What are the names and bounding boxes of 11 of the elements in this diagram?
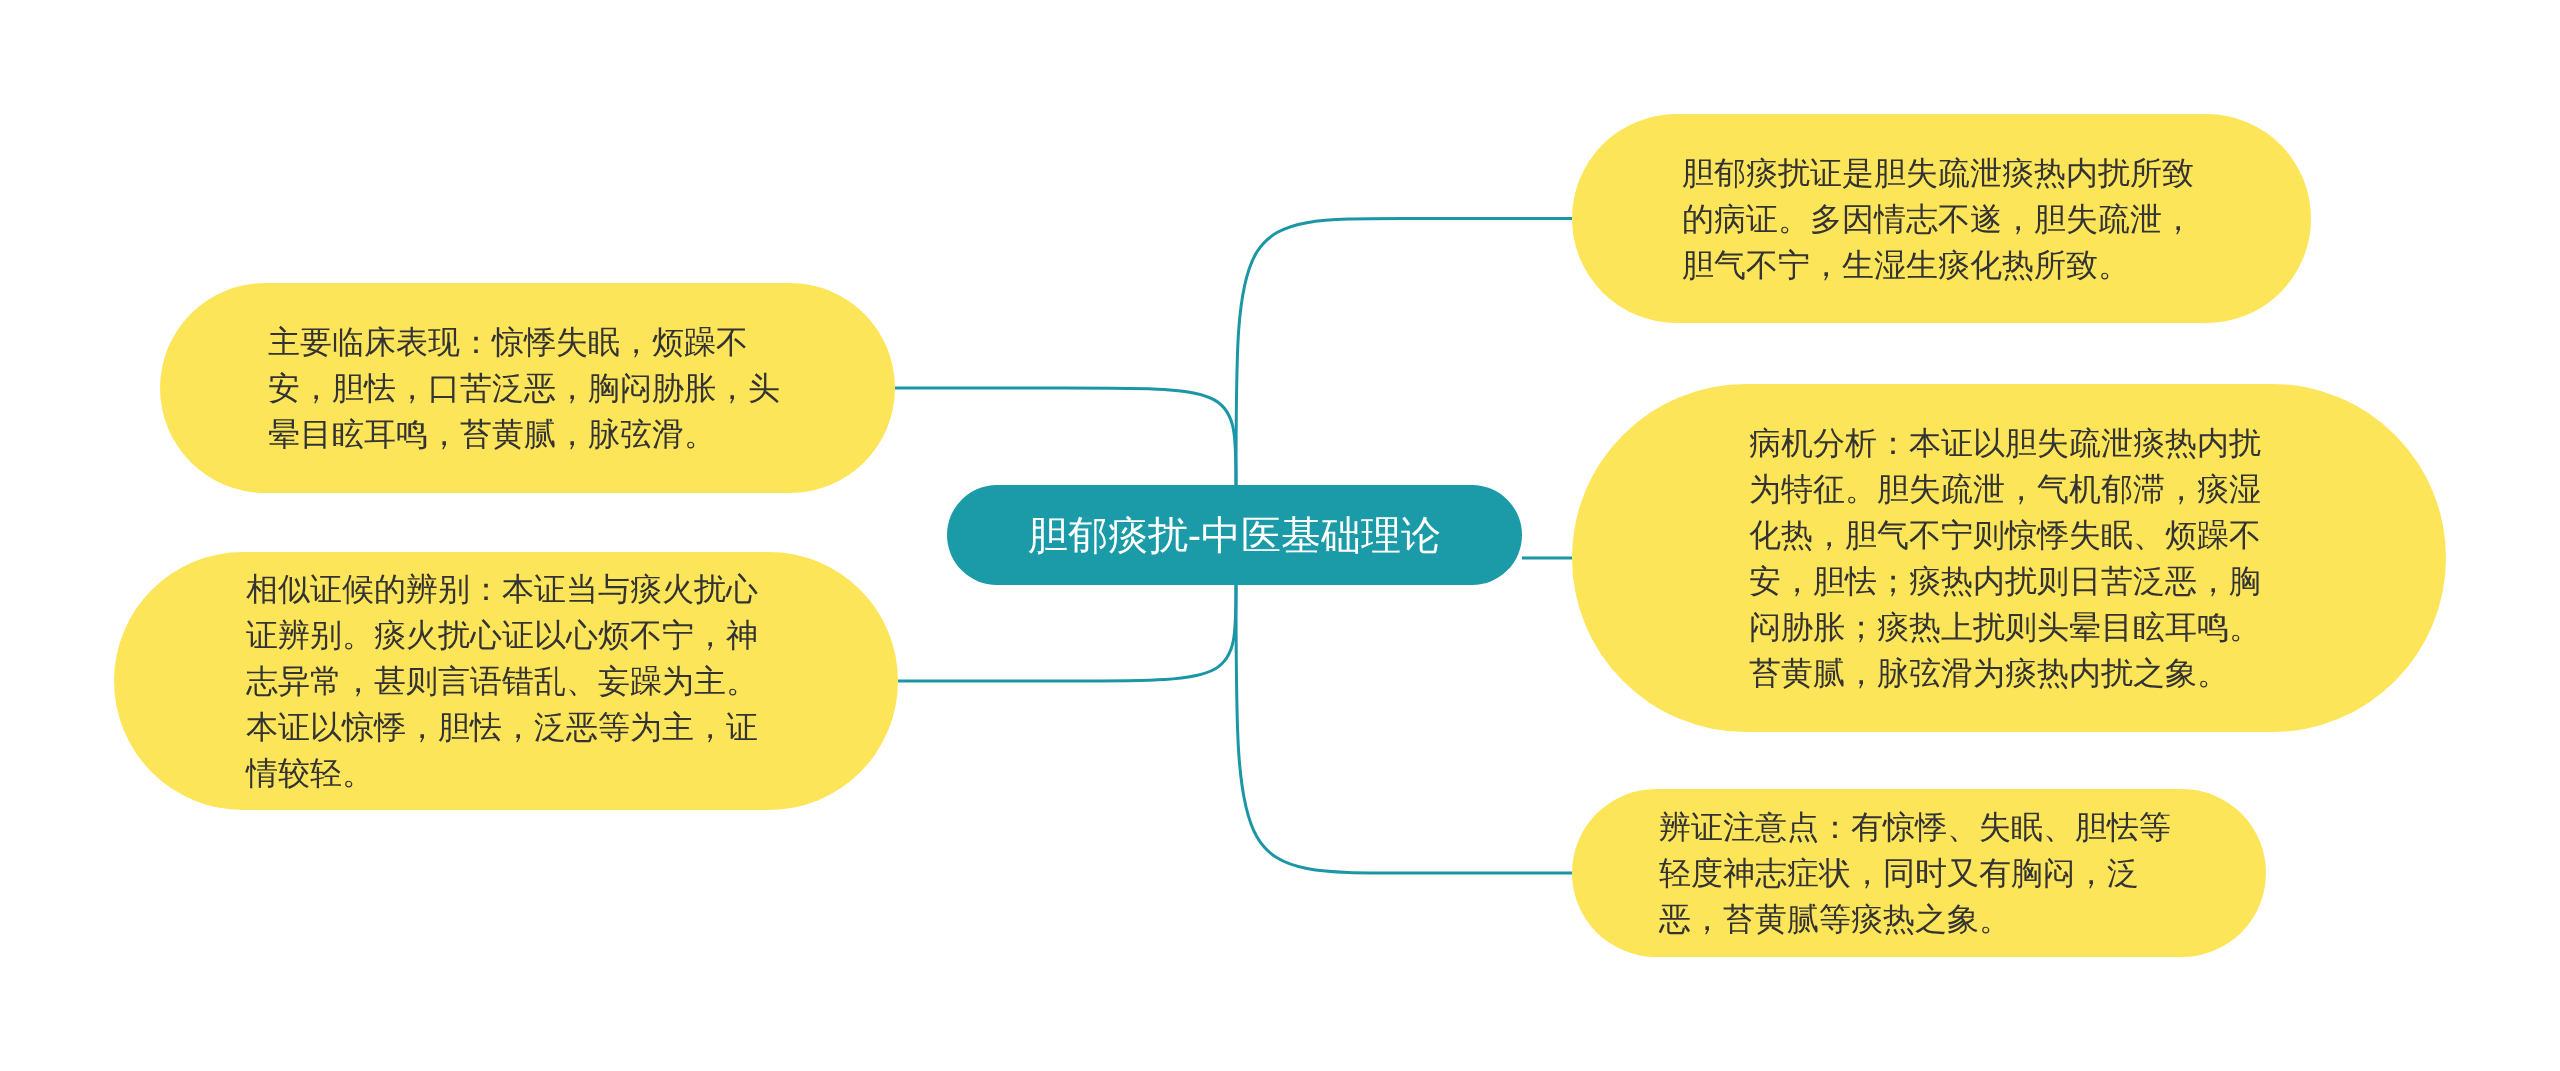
topic-text: 主要临床表现：惊悸失眠，烦躁不安，胆怯，口苦泛恶，胸闷胁胀，头晕目眩耳鸣，苔黄腻，脉弦滑。 [267,323,781,454]
topic-title: 胆郁痰扰-中医基础理论 [1027,512,1442,559]
connector-line [1234,217,1572,485]
topic-text: 辨证注意点：有惊悸、失眠、胆怯等轻度神志症状，同时又有胸闷，泛恶，苔黄腻等痰热之象。 [1659,808,2172,939]
connector-line [898,585,1238,683]
connector-line [1234,585,1572,875]
connector-line [1522,556,1572,560]
topic-text: 病机分析：本证以胆失疏泄痰热内扰为特征。胆失疏泄，气机郁滞，痰湿化热，胆气不宁则惊悸失眠、烦躁不安，胆怯；痰热内扰则日苦泛恶，胸闷胁胀；痰热上扰则头晕目眩耳鸣。苔黄腻，脉弦滑为痰热内扰之象。 [1749,424,2262,693]
topic-text: 相似证候的辨别：本证当与痰火扰心证辨别。痰火扰心证以心烦不宁，神志异常，甚则言语错乱、妄躁为主。本证以惊悸，胆怯，泛恶等为主，证情较轻。 [246,570,759,793]
connector-line [895,386,1238,485]
topic-text: 胆郁痰扰证是胆失疏泄痰热内扰所致的病证。多因情志不遂，胆失疏泄，胆气不宁，生湿生痰化热所致。 [1681,153,2195,285]
